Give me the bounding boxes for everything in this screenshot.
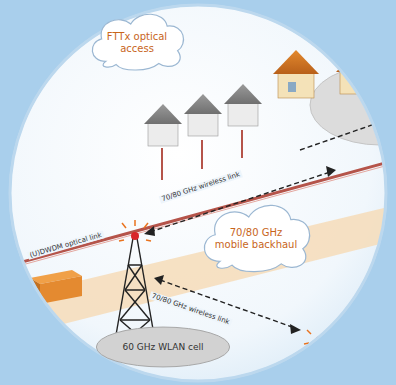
link-label: 70/80 GHz wireless link <box>159 170 243 205</box>
node-text: FTTx optical access <box>101 31 173 54</box>
link-label: 70/80 GHz wireless link <box>149 291 233 327</box>
orange-house <box>273 50 374 98</box>
beacon <box>131 232 139 240</box>
equipment-box <box>30 270 82 304</box>
node-text: 60 GHz WLAN cell <box>108 342 218 352</box>
house-row <box>144 84 262 146</box>
beacon-rays <box>119 220 151 241</box>
cloud-bubble: 70/80 GHz mobile backhaul <box>196 198 316 274</box>
small-tower <box>306 342 332 385</box>
optical-fiber <box>0 160 396 268</box>
cloud-bubble: FTTx optical access <box>85 8 189 72</box>
region-ellipse <box>310 65 396 145</box>
wlan-cell-ellipse: 60 GHz WLAN cell <box>95 326 231 368</box>
link-label: (U)DWDM optical link <box>27 230 105 260</box>
node-text: 70/80 GHz mobile backhaul <box>214 227 298 250</box>
